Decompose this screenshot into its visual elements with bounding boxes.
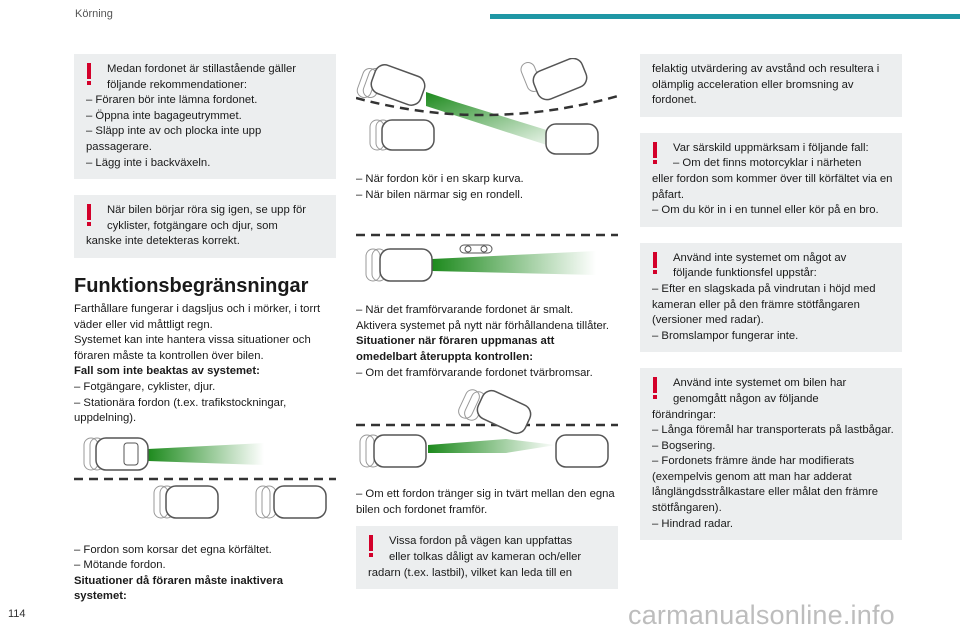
list-item: – Öppna inte bagageutrymmet. — [86, 109, 242, 122]
warning-box-malfunction: Använd inte systemet om något av följand… — [640, 242, 902, 353]
warning-icon — [86, 204, 93, 227]
list-item: – Om du kör in i en tunnel eller kör på … — [652, 204, 879, 217]
warning-icon — [652, 377, 659, 400]
warning-text: felaktig utvärdering av avstånd och resu… — [652, 63, 880, 107]
list-item: – Bromslampor fungerar inte. — [652, 329, 799, 342]
paragraph: Aktivera systemet på nytt när förhålland… — [356, 319, 610, 332]
header-accent-bar — [490, 14, 960, 19]
list-item: – Fordonets främre ände har modifierats … — [652, 455, 879, 515]
paragraph: Farthållare fungerar i dagsljus och i mö… — [74, 302, 321, 331]
illustration-cut-in — [356, 387, 618, 477]
warning-text: Använd inte systemet om något av — [673, 251, 847, 264]
warning-box-continued: felaktig utvärdering av avstånd och resu… — [640, 54, 902, 117]
bold-heading: Situationer när föraren uppmanas att ome… — [356, 335, 555, 363]
column-3: felaktig utvärdering av avstånd och resu… — [640, 54, 902, 541]
warning-text: eller tolkas dåligt av kameran och/eller — [389, 550, 582, 563]
illustration-stationary-traffic — [74, 435, 336, 521]
warning-box-detection: Vissa fordon på vägen kan uppfattas elle… — [356, 526, 618, 590]
warning-text: Vissa fordon på vägen kan uppfattas — [389, 535, 573, 548]
warning-box-attention: Var särskild uppmärksam i följande fall:… — [640, 132, 902, 227]
section-heading: Funktionsbegränsningar — [74, 274, 309, 297]
warning-box-stationary: Medan fordonet är stillastående gäller f… — [74, 54, 336, 180]
warning-text: eller fordon som kommer över till körfäl… — [652, 172, 893, 201]
warning-text: genomgått någon av följande — [673, 392, 819, 405]
list-item: – Lägg inte i backväxeln. — [86, 156, 211, 169]
chapter-title: Körning — [75, 8, 113, 20]
warning-box-moving: När bilen börjar röra sig igen, se upp f… — [74, 195, 336, 258]
list-item: – Långa föremål har transporterats på la… — [652, 424, 894, 437]
list-item: – Fotgängare, cyklister, djur. — [74, 380, 216, 393]
bold-heading: Situationer då föraren måste inaktivera … — [74, 574, 284, 603]
list-item: – Mötande fordon. — [74, 559, 166, 572]
list-item: – Om det framförvarande fordonet tvärbro… — [356, 366, 593, 379]
warning-text: Använd inte systemet om bilen har — [673, 377, 847, 390]
page-number: 114 — [8, 608, 26, 620]
list-item: – När det framförvarande fordonet är sma… — [356, 304, 574, 317]
list-item: – Efter en slagskada på vindrutan i höjd… — [652, 282, 876, 327]
watermark: carmanualsonline.info — [628, 600, 895, 630]
motorcycle-icon — [459, 244, 493, 254]
list-item: – Bogsering. — [652, 439, 716, 452]
illustration-sharp-curve — [356, 58, 618, 158]
warning-text: följande funktionsfel uppstår: — [673, 267, 817, 280]
list-item: – Släpp inte av och plocka inte upp pass… — [86, 125, 262, 153]
warning-text: radarn (t.ex. lastbil), vilket kan leda … — [368, 566, 573, 579]
list-item: – Om ett fordon tränger sig in tvärt mel… — [356, 488, 615, 516]
paragraph: Systemet kan inte hantera vissa situatio… — [74, 334, 311, 362]
list-item: – Hindrad radar. — [652, 517, 734, 530]
warning-icon — [368, 535, 375, 558]
warning-box-modifications: Använd inte systemet om bilen har genomg… — [640, 368, 902, 541]
list-item: – När fordon kör i en skarp kurva. — [356, 173, 524, 185]
warning-icon — [652, 251, 659, 274]
list-item: – När bilen närmar sig en rondell. — [356, 188, 524, 201]
warning-text: förändringar: — [652, 408, 717, 421]
warning-text: följande rekommendationer: — [107, 78, 248, 91]
warning-icon — [86, 63, 93, 85]
warning-text: När bilen börjar röra sig igen, se upp f… — [107, 204, 307, 217]
warning-icon — [652, 141, 659, 164]
column-1: Medan fordonet är stillastående gäller f… — [74, 54, 336, 605]
warning-text: – Om det finns motorcyklar i närheten — [673, 157, 862, 170]
bold-heading: Fall som inte beaktas av systemet: — [74, 365, 260, 378]
illustration-narrow-vehicle — [356, 231, 618, 293]
warning-text: kanske inte detekteras korrekt. — [86, 235, 240, 248]
warning-text: Var särskild uppmärksam i följande fall: — [673, 141, 869, 154]
list-item: – Stationära fordon (t.ex. trafikstockni… — [74, 396, 287, 425]
warning-text: Medan fordonet är stillastående gäller — [107, 63, 297, 75]
list-item: – Fordon som korsar det egna körfältet. — [74, 543, 272, 556]
warning-text: cyklister, fotgängare och djur, som — [107, 219, 278, 232]
list-item: – Föraren bör inte lämna fordonet. — [86, 94, 258, 107]
column-2: – När fordon kör i en skarp kurva. – När… — [356, 58, 618, 590]
